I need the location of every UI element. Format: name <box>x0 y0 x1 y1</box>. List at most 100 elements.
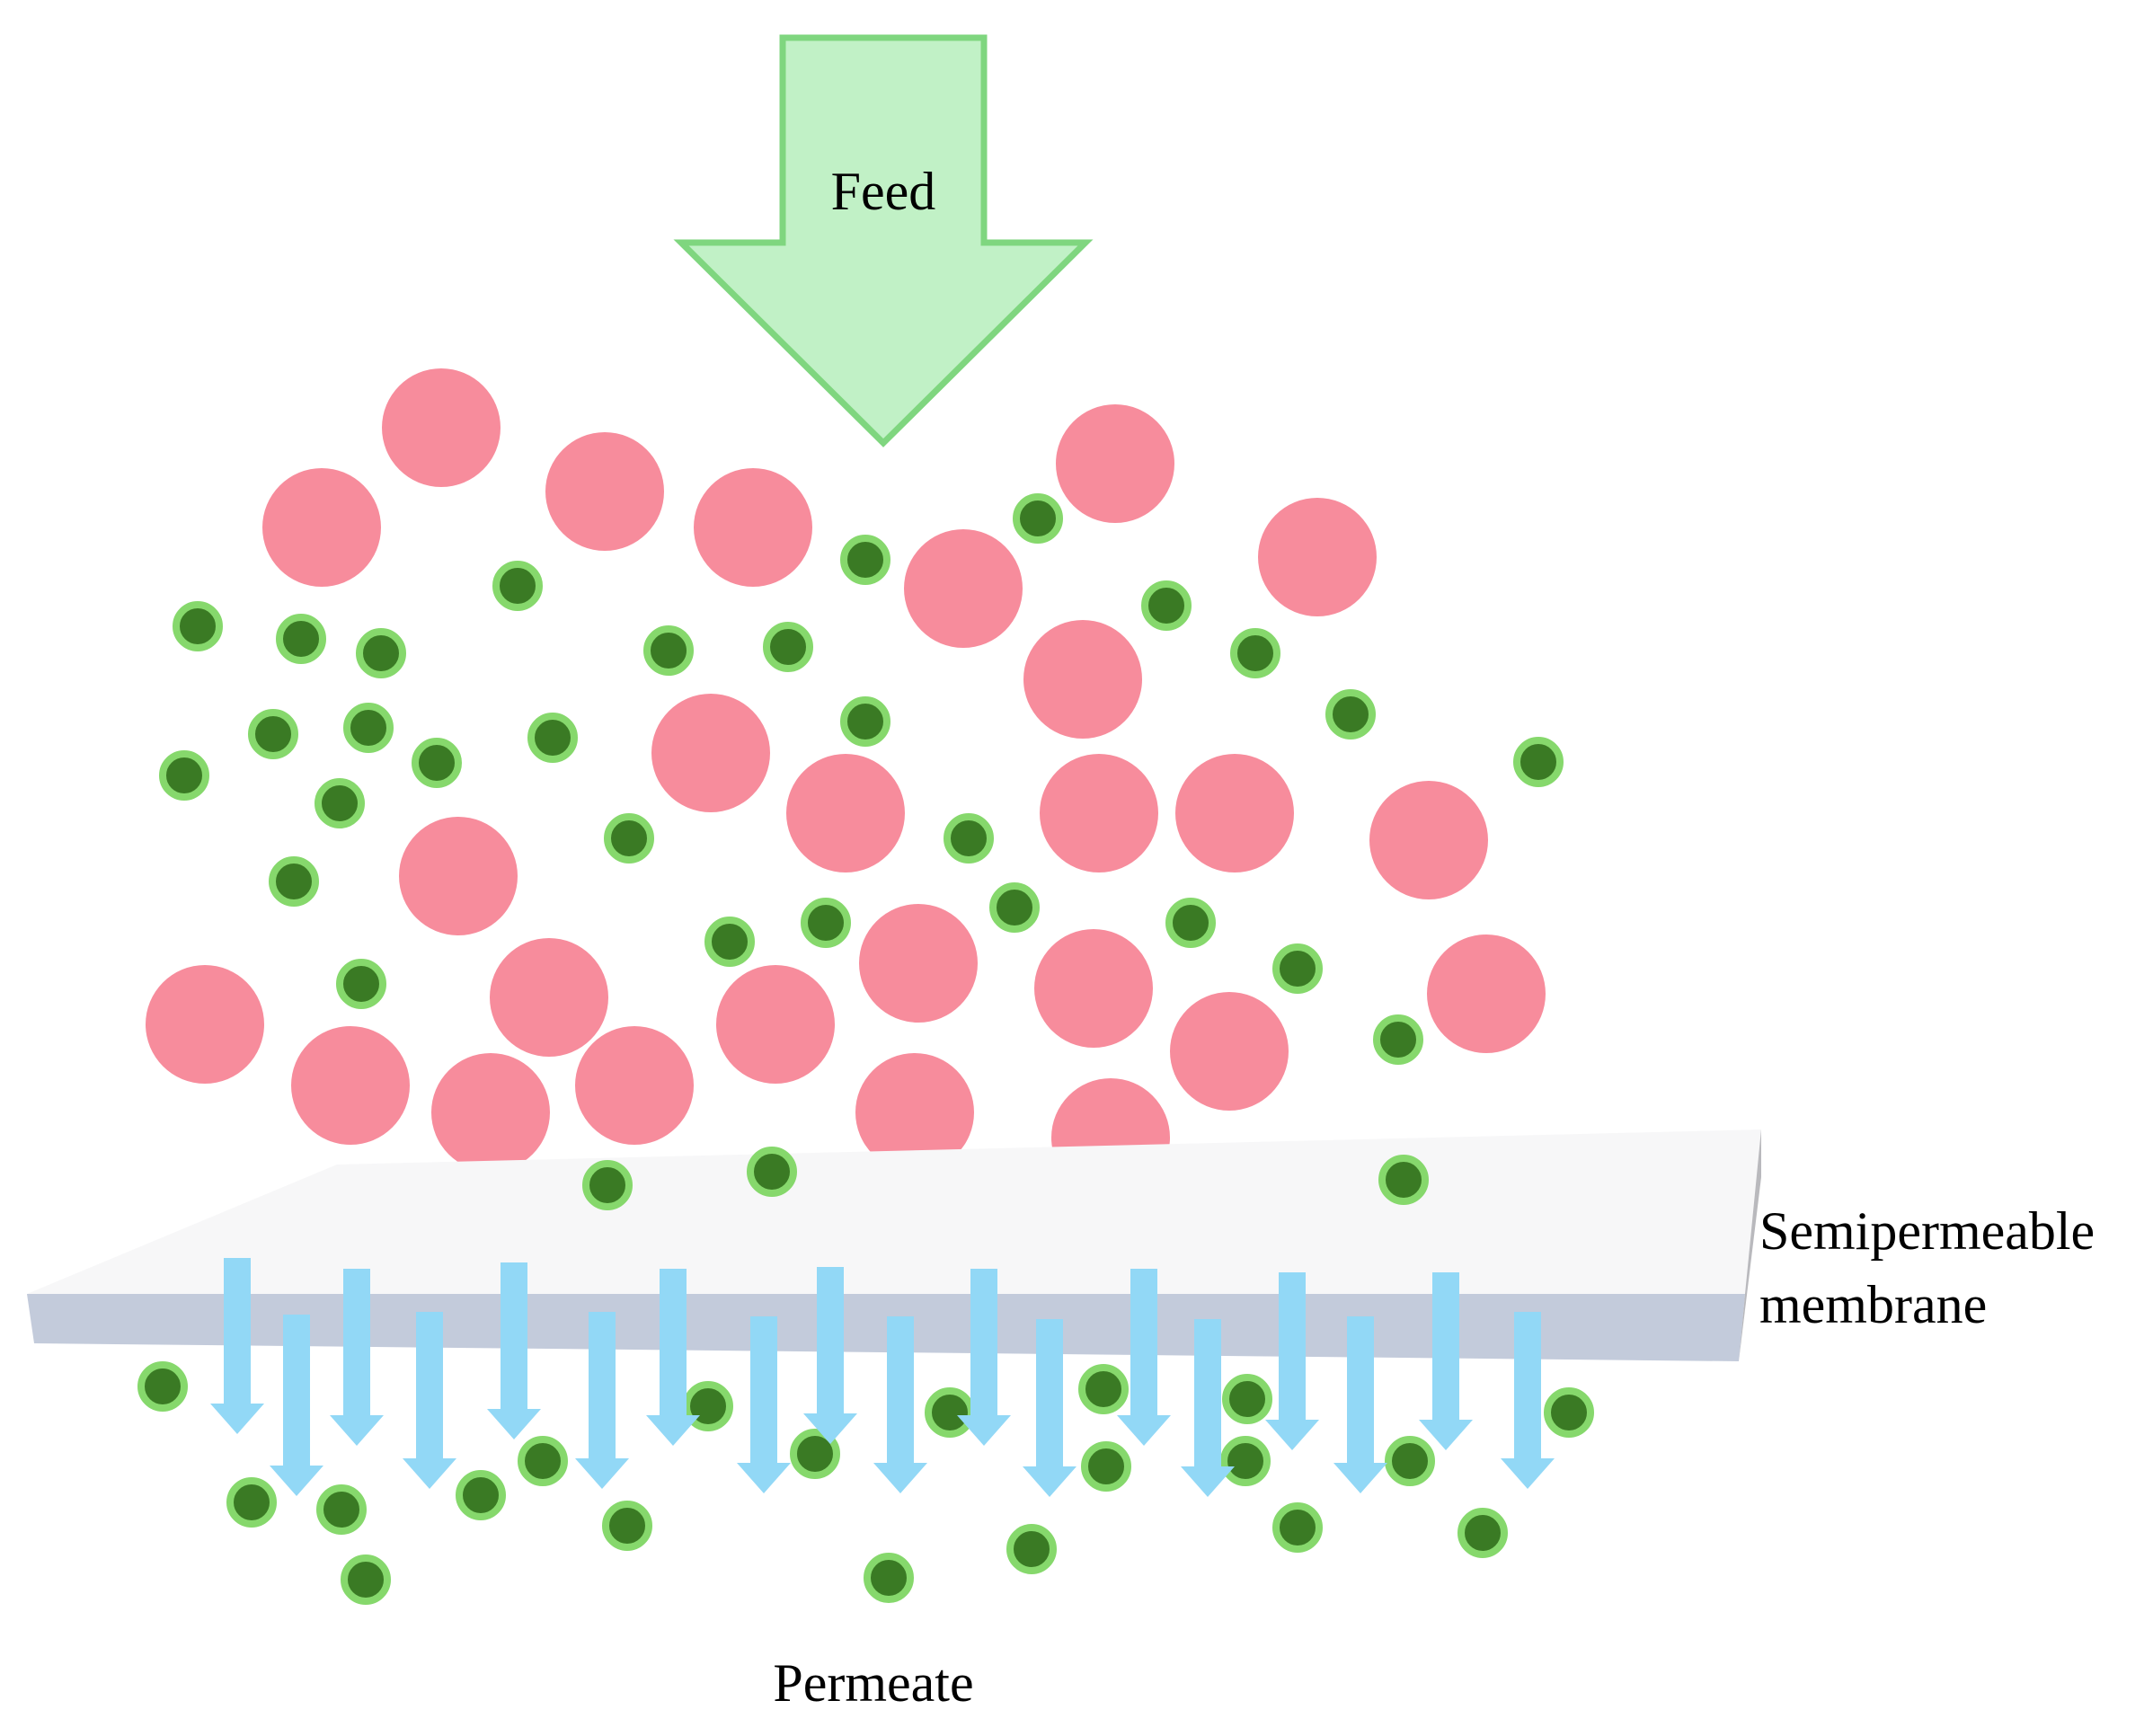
small-particle <box>1385 1436 1435 1486</box>
large-particle <box>786 754 905 872</box>
large-particle <box>399 817 518 935</box>
small-particle <box>704 917 755 967</box>
small-particle <box>1373 1014 1423 1065</box>
small-particle <box>518 1436 568 1486</box>
large-particle <box>382 368 501 487</box>
small-particle <box>604 813 654 864</box>
small-particle <box>1078 1364 1129 1414</box>
down-arrow-icon <box>403 1312 456 1489</box>
small-particle <box>840 535 890 585</box>
small-particle <box>173 601 223 651</box>
down-arrow-icon <box>575 1312 629 1489</box>
small-particle <box>276 614 326 664</box>
small-particle <box>747 1147 797 1197</box>
small-particle <box>456 1470 506 1520</box>
large-particle <box>859 904 978 1023</box>
semipermeable-membrane <box>27 1129 1761 1361</box>
feed-label: Feed <box>831 162 936 221</box>
down-arrow-icon <box>737 1316 791 1493</box>
large-particle <box>1034 929 1153 1048</box>
small-particle <box>1220 1436 1271 1486</box>
small-particle <box>763 622 813 672</box>
large-particle <box>651 694 770 812</box>
small-particle <box>925 1387 975 1438</box>
small-particle <box>412 738 462 788</box>
permeate-label: Permeate <box>773 1653 973 1713</box>
down-arrow-icon <box>1265 1272 1319 1450</box>
down-arrow-icon <box>487 1262 541 1439</box>
down-arrow-icon <box>803 1267 857 1444</box>
down-arrow-icon <box>270 1315 323 1496</box>
small-particle <box>1222 1374 1272 1424</box>
down-arrow-icon <box>1419 1272 1473 1450</box>
flow-arrows <box>210 1258 1555 1497</box>
large-particle <box>1023 620 1142 739</box>
small-particle <box>343 703 394 753</box>
small-particle <box>1006 1524 1057 1574</box>
large-particle <box>575 1026 694 1145</box>
small-particle <box>341 1554 391 1605</box>
down-arrow-icon <box>957 1269 1011 1446</box>
small-particle <box>336 959 386 1009</box>
small-particle <box>989 882 1040 933</box>
small-particle <box>1272 943 1323 994</box>
large-particle <box>1369 781 1488 899</box>
membrane-label-line1: Semipermeable <box>1759 1201 2095 1261</box>
small-particle <box>1325 689 1376 740</box>
small-particle <box>582 1160 633 1210</box>
small-particle <box>1544 1387 1594 1438</box>
large-particle <box>1056 404 1174 523</box>
large-particle <box>1040 754 1158 872</box>
large-particle <box>291 1026 410 1145</box>
small-particle <box>944 813 994 864</box>
small-particle <box>527 713 578 763</box>
large-particle <box>1170 992 1289 1111</box>
down-arrow-icon <box>330 1269 384 1446</box>
small-particle <box>1013 493 1063 544</box>
small-particle <box>801 898 851 948</box>
small-particle <box>1457 1508 1508 1558</box>
down-arrow-icon <box>210 1258 264 1434</box>
membrane-front-face <box>27 1294 1745 1361</box>
small-particle <box>356 628 406 678</box>
large-particle <box>855 1053 974 1172</box>
small-particle <box>315 778 365 828</box>
membrane-label-line2: membrane <box>1759 1275 1987 1334</box>
large-particle <box>904 529 1023 648</box>
small-particle <box>1165 898 1216 948</box>
small-particle <box>159 750 209 801</box>
large-particle <box>1258 498 1377 616</box>
small-particle <box>316 1484 367 1535</box>
small-particle <box>1513 737 1564 787</box>
large-particle <box>1427 934 1546 1053</box>
small-particle <box>864 1553 914 1603</box>
small-particle <box>492 561 543 611</box>
large-particle <box>146 965 264 1084</box>
membrane-side-face <box>1739 1129 1761 1361</box>
down-arrow-icon <box>1117 1269 1171 1446</box>
small-particle <box>1272 1502 1323 1553</box>
small-particle <box>248 709 298 759</box>
small-particle <box>1230 628 1280 678</box>
small-particle <box>1141 580 1192 631</box>
down-arrow-icon <box>1023 1319 1076 1497</box>
large-particles <box>146 368 1546 1197</box>
small-particle <box>790 1429 840 1479</box>
large-particle <box>262 468 381 587</box>
down-arrow-icon <box>673 34 1094 447</box>
large-particle <box>490 938 608 1057</box>
small-particle <box>1081 1441 1131 1492</box>
down-arrow-icon <box>873 1316 927 1493</box>
large-particle <box>694 468 812 587</box>
feed-arrow: Feed <box>673 34 1094 447</box>
small-particle <box>137 1361 188 1412</box>
small-particle <box>643 625 694 676</box>
small-particle <box>602 1501 652 1551</box>
large-particle <box>716 965 835 1084</box>
small-particle <box>1378 1155 1429 1205</box>
down-arrow-icon <box>1333 1316 1387 1493</box>
large-particle <box>1175 754 1294 872</box>
large-particle <box>431 1053 550 1172</box>
